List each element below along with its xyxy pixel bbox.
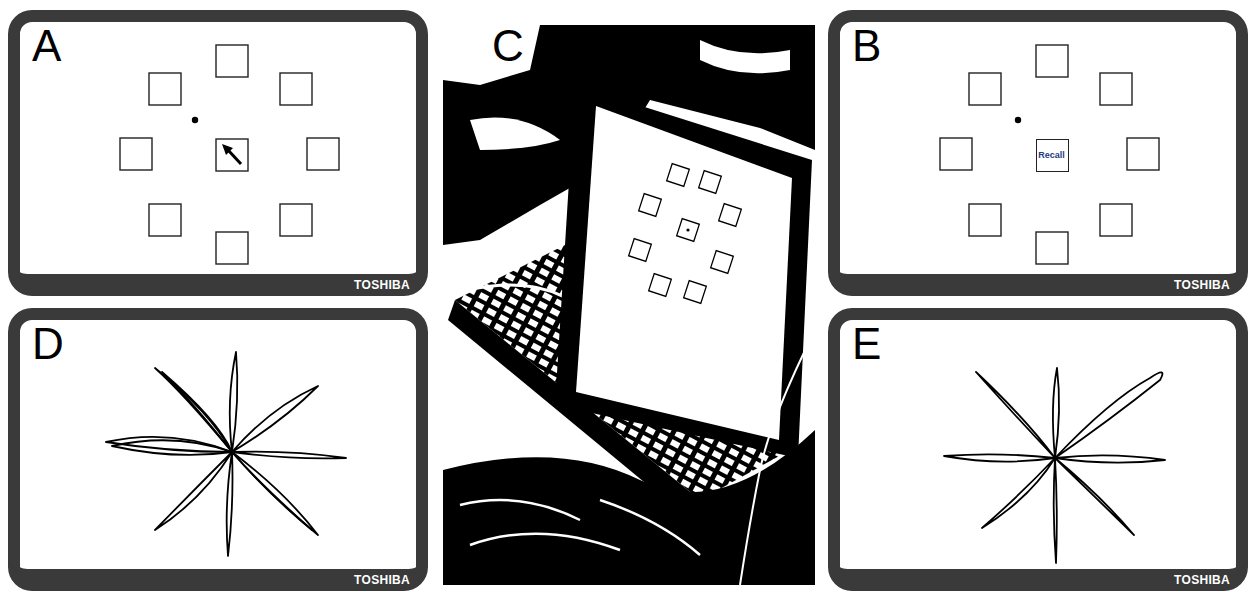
- brand-name: TOSHIBA: [1174, 278, 1230, 292]
- cue-text: Recall: [1038, 150, 1065, 160]
- movement-traces: [944, 368, 1165, 563]
- target-squares: [120, 45, 339, 264]
- screen-squares: [629, 164, 742, 304]
- hands-region: [443, 430, 815, 585]
- trace: [112, 440, 232, 455]
- target-square: [969, 204, 1001, 236]
- highlight: [470, 118, 560, 151]
- screen-dot: [686, 228, 689, 231]
- laptop-screen-frame: E TOSHIBA: [828, 308, 1248, 591]
- trace: [1055, 458, 1134, 535]
- center-square: [216, 139, 248, 171]
- direction-arrow: [222, 144, 241, 164]
- trace: [232, 452, 346, 459]
- trace: [106, 437, 232, 452]
- laptop-screen: [576, 106, 792, 440]
- cable: [740, 330, 815, 585]
- target-square: [1036, 45, 1068, 77]
- trace: [230, 352, 238, 452]
- photo: [443, 25, 815, 585]
- arrow-head: [222, 144, 233, 155]
- photo-ground: [443, 25, 815, 585]
- trace: [227, 452, 233, 556]
- trace: [944, 454, 1055, 461]
- target-square: [1100, 204, 1132, 236]
- trace: [1053, 368, 1059, 458]
- target-square: [216, 232, 248, 264]
- panel-letter: E: [852, 322, 881, 366]
- fixation-dot: [192, 117, 198, 123]
- trace: [232, 452, 312, 530]
- trace: [976, 372, 1055, 458]
- trace: [982, 458, 1055, 528]
- target-square: [969, 73, 1001, 105]
- panel-letter: C: [490, 24, 526, 68]
- panel-letter: A: [32, 24, 61, 68]
- target-square: [149, 204, 181, 236]
- trace: [1055, 455, 1165, 462]
- movement-traces: [106, 352, 346, 556]
- target-square: [120, 138, 152, 170]
- trace: [232, 452, 318, 535]
- target-square: [280, 204, 312, 236]
- hand-contour: [460, 500, 700, 555]
- target-square: [1127, 138, 1159, 170]
- panel-letter: D: [32, 322, 64, 366]
- brand-name: TOSHIBA: [354, 573, 410, 587]
- arrow-shaft: [228, 150, 241, 164]
- laptop-screen-bezel: [555, 85, 812, 458]
- target-squares: [940, 45, 1159, 264]
- brand-name: TOSHIBA: [354, 278, 410, 292]
- trace: [232, 386, 318, 452]
- trace: [162, 372, 232, 452]
- target-square: [216, 45, 248, 77]
- target-square: [1036, 232, 1068, 264]
- laptop-screen-frame: D TOSHIBA: [8, 308, 428, 591]
- fixation-dot: [1015, 117, 1021, 123]
- highlight: [700, 40, 790, 73]
- laptop-screen-frame: B TOSHIBA Recall: [828, 10, 1248, 296]
- trace: [1055, 372, 1162, 458]
- trace: [1054, 458, 1057, 563]
- panel-letter: B: [852, 24, 881, 68]
- trace: [155, 368, 232, 452]
- trace: [155, 452, 232, 530]
- target-square: [307, 138, 339, 170]
- brand-name: TOSHIBA: [1174, 573, 1230, 587]
- recall-box: Recall: [1036, 139, 1069, 172]
- target-square: [1100, 73, 1132, 105]
- target-square: [149, 73, 181, 105]
- laptop-screen-frame: A TOSHIBA: [8, 10, 428, 296]
- target-square: [280, 73, 312, 105]
- target-square: [940, 138, 972, 170]
